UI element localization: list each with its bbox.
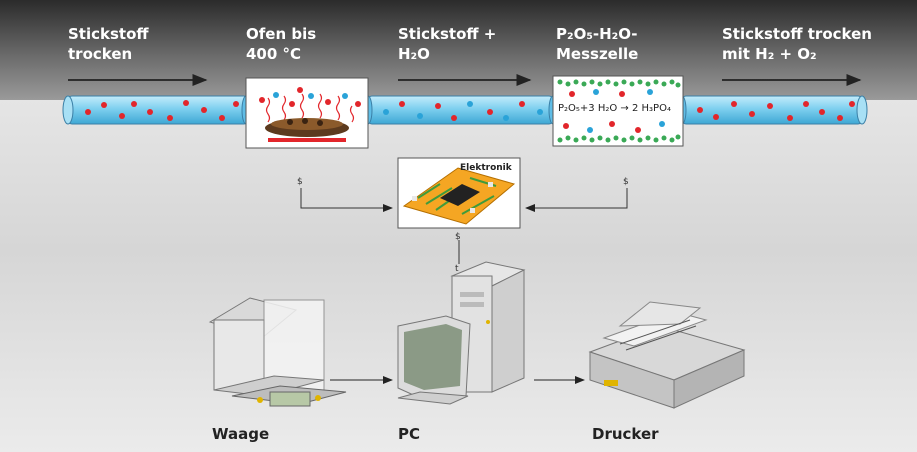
label-balance: Waage [212, 425, 270, 443]
signal-symbol-bottom: $ [455, 232, 461, 242]
label-pc: PC [398, 425, 421, 443]
cell-equation: P₂O₅+3 H₂O → 2 H₃PO₄ [558, 103, 671, 114]
pc-device [397, 261, 526, 405]
header-band [0, 0, 917, 100]
balance-device [208, 297, 347, 407]
label-measurement-cell: P₂O₅-H₂O- Messzelle [556, 25, 639, 63]
label-nitrogen-dry: Stickstoff trocken [68, 25, 149, 63]
signal-lines [300, 188, 628, 264]
label-printer: Drucker [592, 425, 659, 443]
oven-box [245, 77, 369, 149]
gas-tube [62, 95, 868, 125]
signal-symbol-pc: t [455, 264, 459, 274]
label-electronics: Elektronik [460, 163, 512, 173]
nitrogen-dots-3 [697, 101, 855, 121]
signal-symbol-left: $ [297, 177, 303, 187]
label-nitrogen-dry-h2-o2: Stickstoff trocken mit H₂ + O₂ [722, 25, 872, 63]
mixed-dots-2 [383, 101, 543, 121]
signal-symbol-right: $ [623, 177, 629, 187]
printer-device [588, 301, 746, 409]
nitrogen-dots-1 [85, 100, 239, 121]
label-nitrogen-water: Stickstoff + H₂O [398, 25, 497, 63]
electronics-board [397, 157, 521, 229]
measurement-cell [552, 75, 684, 147]
label-oven: Ofen bis 400 °C [246, 25, 317, 63]
